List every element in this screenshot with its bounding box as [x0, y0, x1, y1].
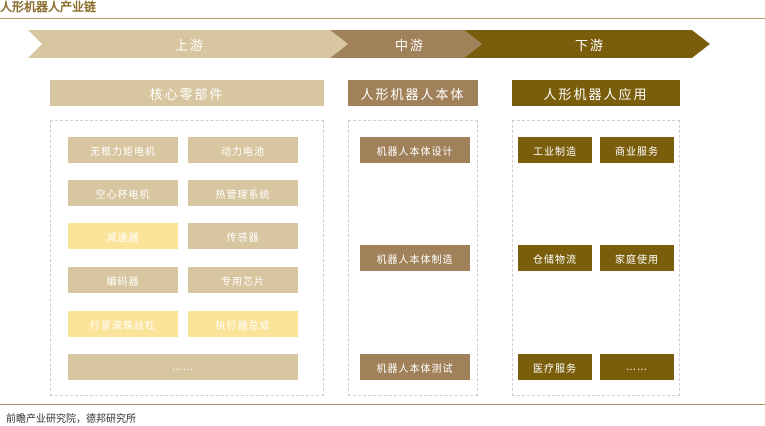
midstream-item: 机器人本体测试 — [360, 354, 470, 380]
midstream-container — [348, 120, 478, 396]
downstream-container — [512, 120, 680, 396]
upstream-item: 空心杯电机 — [68, 180, 178, 206]
upstream-item-highlight: 减速器 — [68, 223, 178, 249]
downstream-item: 工业制造 — [518, 137, 592, 163]
upstream-item: 动力电池 — [188, 137, 298, 163]
downstream-arrow — [464, 30, 710, 58]
upstream-container — [50, 120, 324, 396]
midstream-item: 机器人本体设计 — [360, 137, 470, 163]
downstream-item: 商业服务 — [600, 137, 674, 163]
downstream-item-more: …… — [600, 354, 674, 380]
bottom-rule — [0, 404, 765, 405]
upstream-item: 专用芯片 — [188, 267, 298, 293]
source-note: 前瞻产业研究院，德邦研究所 — [6, 414, 136, 425]
stage-arrows — [28, 30, 710, 58]
upstream-item: 热管理系统 — [188, 180, 298, 206]
page-title: 人形机器人产业链 — [0, 0, 97, 14]
upstream-item: 无框力矩电机 — [68, 137, 178, 163]
midstream-item: 机器人本体制造 — [360, 245, 470, 271]
stage-midstream: 中游 — [394, 38, 425, 54]
upstream-header: 核心零部件 — [50, 80, 324, 106]
upstream-item: 编码器 — [68, 267, 178, 293]
downstream-item: 家庭使用 — [600, 245, 674, 271]
upstream-item-highlight: 行星滚珠丝杠 — [68, 311, 178, 337]
upstream-item-more: …… — [68, 354, 298, 380]
stage-upstream: 上游 — [174, 38, 205, 54]
midstream-arrow — [330, 30, 482, 58]
upstream-item: 传感器 — [188, 223, 298, 249]
downstream-item: 医疗服务 — [518, 354, 592, 380]
stage-downstream: 下游 — [574, 38, 605, 54]
upstream-item-highlight: 执行器总成 — [188, 311, 298, 337]
upstream-arrow — [28, 30, 348, 58]
midstream-header: 人形机器人本体 — [348, 80, 478, 106]
downstream-item: 仓储物流 — [518, 245, 592, 271]
top-rule — [0, 18, 765, 19]
downstream-header: 人形机器人应用 — [512, 80, 680, 106]
